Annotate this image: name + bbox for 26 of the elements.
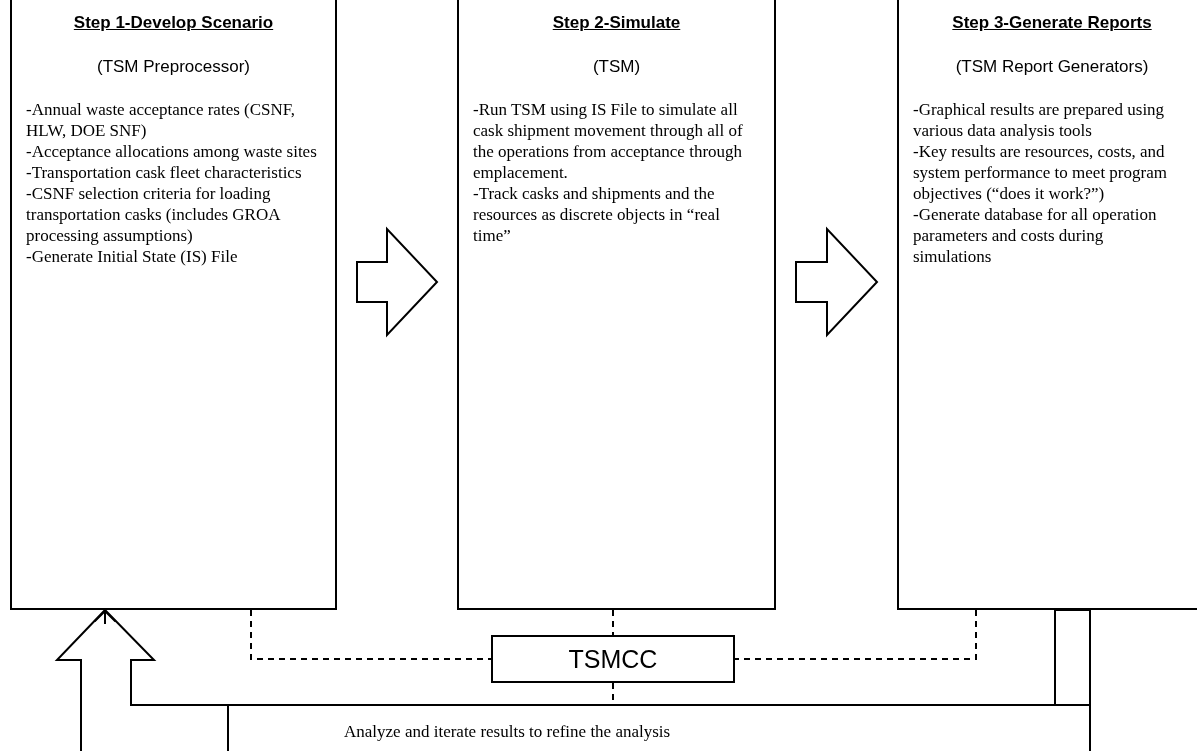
block-arrow xyxy=(795,226,879,338)
bullet-text: -Run TSM using IS File to simulate all cask shipment movement through all of the operations from acceptance through emplacement. xyxy=(473,99,744,183)
tool-subtitle: (TSM) xyxy=(591,56,642,77)
bullet-text: -Generate Initial State (IS) File xyxy=(26,246,239,267)
step-title: Step 3-Generate Reports xyxy=(951,12,1153,33)
bullet-text: -Generate database for all operation parameters and costs during simulations xyxy=(913,204,1158,267)
feedback-band-arrow xyxy=(54,609,1091,751)
dashed-connector xyxy=(250,609,492,660)
process-box xyxy=(491,635,735,683)
bullet-text: -Track casks and shipments and the resources as discrete objects in “real time” xyxy=(473,183,721,246)
tool-subtitle: (TSM Report Generators) xyxy=(954,56,1150,77)
bullet-text: -Acceptance allocations among waste sites xyxy=(26,141,318,162)
step-box xyxy=(897,0,1197,610)
dashed-connector xyxy=(734,609,977,660)
tool-subtitle: (TSM Preprocessor) xyxy=(96,56,251,77)
bullet-text: -Graphical results are prepared using various data analysis tools xyxy=(913,99,1166,141)
step-box xyxy=(457,0,776,610)
bullet-text: -CSNF selection criteria for loading transportation casks (includes GROA processing assumptions) xyxy=(26,183,282,246)
step-title: Step 1-Develop Scenario xyxy=(72,12,275,33)
step-box xyxy=(10,0,337,610)
step-title: Step 2-Simulate xyxy=(551,12,682,33)
box-title: TSMCC xyxy=(568,644,658,674)
bullet-text: -Transportation cask fleet characteristics xyxy=(26,162,303,183)
bullet-text: -Annual waste acceptance rates (CSNF, HLW, DOE SNF) xyxy=(26,99,297,141)
bullet-text: -Key results are resources, costs, and system performance to meet program objectives (“does it work?”) xyxy=(913,141,1168,204)
block-arrow xyxy=(356,226,439,338)
